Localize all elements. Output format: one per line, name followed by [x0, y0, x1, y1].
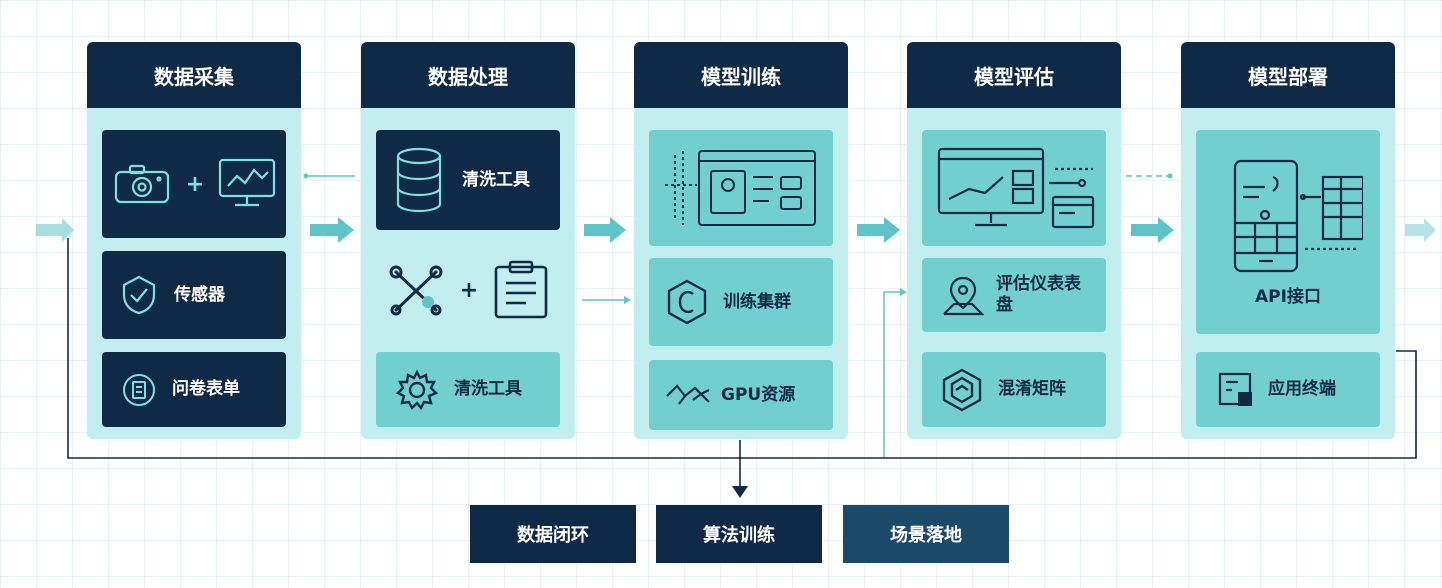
card-label: 清洗工具 [454, 379, 522, 399]
stage-model-evaluation: 模型评估 评估仪表表盘 混淆矩阵 [907, 42, 1121, 439]
flow-arrow-3 [857, 217, 900, 243]
plus-sign: + [185, 171, 205, 197]
stage-title: 模型部署 [1181, 42, 1395, 108]
card-label: GPU资源 [721, 384, 796, 405]
mobile-app-icon [1213, 157, 1363, 277]
card-label: 评估仪表表盘 [996, 274, 1081, 315]
clipboard-icon [492, 259, 550, 321]
app-terminal-card: 应用终端 [1196, 352, 1380, 427]
gpu-card: GPU资源 [649, 360, 833, 430]
stage-title: 模型训练 [634, 42, 848, 108]
card-label: 问卷表单 [172, 379, 240, 399]
eval-feedback-line [883, 291, 904, 458]
cleaning-tool-card-2: 清洗工具 [376, 352, 560, 427]
dashboard-monitor-icon [929, 143, 1099, 233]
card-label: 训练集群 [723, 291, 791, 312]
monitor-chart-icon [218, 158, 276, 210]
hexagon-icon [942, 368, 982, 412]
database-icon [394, 147, 444, 213]
dashboard-monitor-card [922, 130, 1106, 246]
stage-title: 数据处理 [361, 42, 575, 108]
card-label: API接口 [1255, 286, 1321, 307]
card-label: 传感器 [174, 284, 225, 305]
card-label: 混淆矩阵 [998, 379, 1066, 399]
shield-check-icon [122, 275, 156, 315]
form-icon [122, 373, 156, 407]
stage-title: 数据采集 [87, 42, 301, 108]
camera-monitor-card: + [102, 130, 286, 238]
tools-icon [386, 260, 446, 320]
entry-arrow [36, 218, 74, 242]
card-label: 应用终端 [1268, 379, 1336, 399]
stage-title: 模型评估 [907, 42, 1121, 108]
questionnaire-card: 问卷表单 [102, 352, 286, 427]
exit-arrow [1405, 218, 1436, 242]
browser-window-icon [661, 145, 821, 231]
algorithm-training-box: 算法训练 [656, 505, 822, 563]
gpu-icon [665, 380, 711, 410]
stage-data-collection: 数据采集 + 传感器 问卷表单 [87, 42, 301, 439]
down-arrow-head [732, 486, 748, 498]
plus-sign: + [459, 277, 479, 303]
scenario-landing-box: 场景落地 [843, 505, 1009, 563]
card-label: 清洗工具 [462, 169, 530, 190]
gear-icon [396, 368, 438, 411]
cleaning-tool-card: 清洗工具 [376, 130, 560, 230]
api-card: API接口 [1196, 130, 1380, 334]
location-pin-icon [942, 274, 984, 316]
camera-icon [112, 162, 172, 206]
cluster-icon [667, 279, 707, 325]
stage-model-deployment: 模型部署 API接口 应用终端 [1181, 42, 1395, 439]
flow-arrow-4 [1131, 217, 1174, 243]
training-cluster-card: 训练集群 [649, 258, 833, 346]
training-window-card [649, 130, 833, 246]
stage-model-training: 模型训练 训练集群 GPU资源 [634, 42, 848, 439]
stage-data-processing: 数据处理 清洗工具 + 清洗工具 [361, 42, 575, 439]
tools-clipboard-card: + [376, 242, 560, 338]
data-loop-box: 数据闭环 [470, 505, 636, 563]
flow-arrow-2 [584, 217, 626, 243]
flow-arrow-1 [310, 217, 354, 243]
sensor-card: 传感器 [102, 251, 286, 339]
eval-dashboard-card: 评估仪表表盘 [922, 258, 1106, 332]
confusion-matrix-card: 混淆矩阵 [922, 352, 1106, 427]
terminal-icon [1218, 372, 1254, 408]
loop-line [67, 238, 1417, 459]
